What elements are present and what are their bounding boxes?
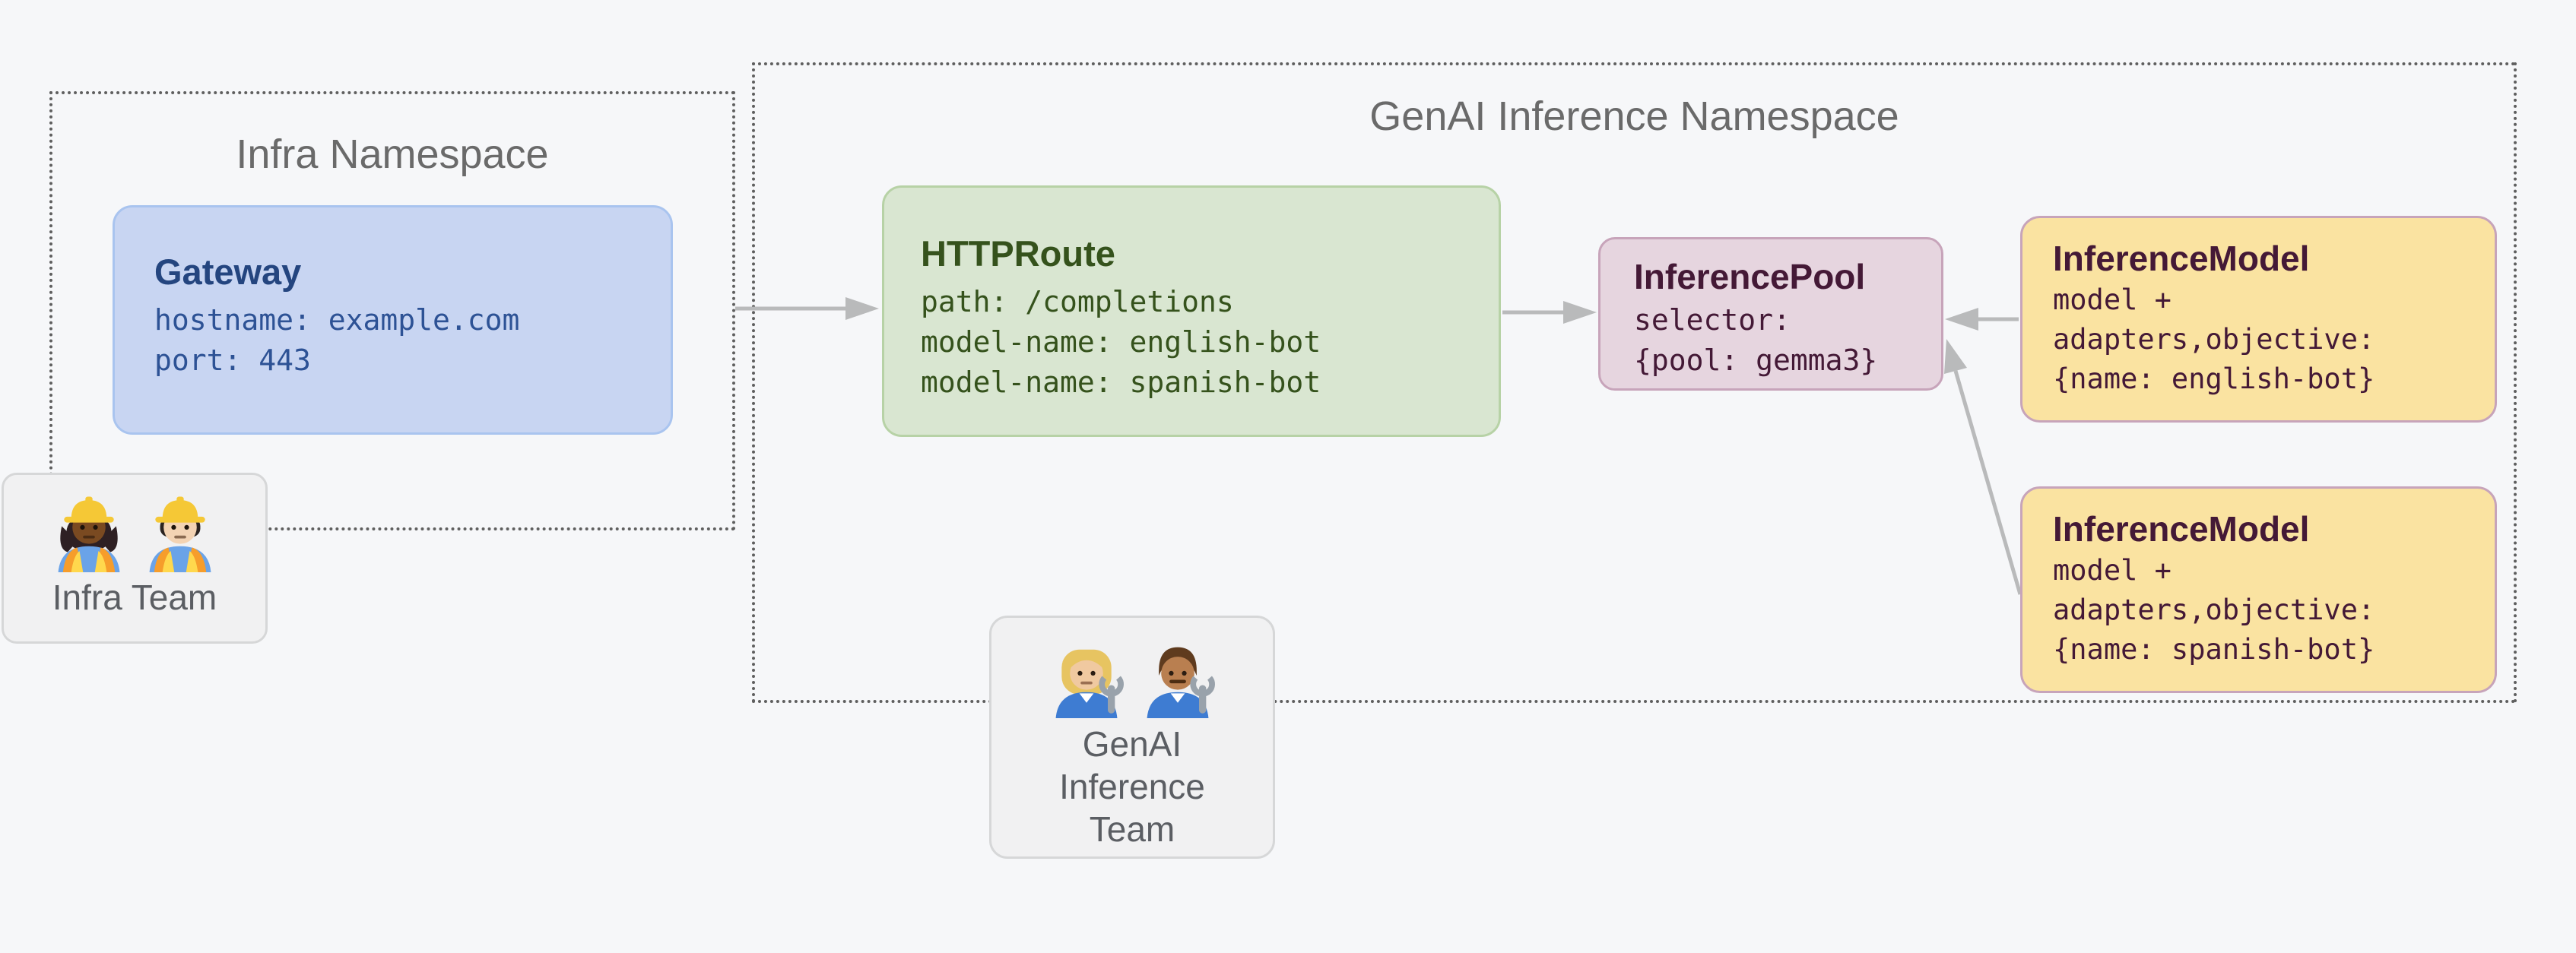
arrow-inferencemodel-spanish-to-inferencepool <box>1944 339 2022 595</box>
gateway-port-line: port: 443 <box>154 344 311 377</box>
gateway-hostname-line: hostname: example.com <box>154 303 520 337</box>
inferencemodel-spanish-line-3: {name: spanish-bot} <box>2053 633 2375 666</box>
infra-namespace-title: Infra Namespace <box>236 131 549 177</box>
arrow-httproute-to-inferencepool <box>1502 301 1597 324</box>
woman-construction-worker-icon <box>58 496 120 572</box>
genai-namespace-box: GenAI Inference Namespace <box>752 62 2517 703</box>
httproute-title: HTTPRoute <box>921 233 1115 274</box>
genai-team-label: GenAI Inference Team <box>1059 724 1205 849</box>
infra-namespace-box: Infra Namespace <box>49 91 735 530</box>
infra-team-badge: Infra Team <box>2 473 268 644</box>
woman-mechanic-icon <box>1055 649 1124 718</box>
inferencepool-node: InferencePool selector: {pool: gemma3} <box>1598 237 1943 391</box>
inferencemodel-english-line-3: {name: english-bot} <box>2053 363 2375 395</box>
httproute-model-spanish-line: model-name: spanish-bot <box>921 366 1321 399</box>
man-construction-worker-icon <box>149 496 211 572</box>
inferencemodel-spanish-title: InferenceModel <box>2053 509 2310 549</box>
wrench-icon <box>1099 676 1124 714</box>
genai-namespace-title: GenAI Inference Namespace <box>1369 93 1899 139</box>
inferencepool-title: InferencePool <box>1634 257 1866 296</box>
inferencemodel-english-title: InferenceModel <box>2053 239 2310 278</box>
gateway-node: Gateway hostname: example.com port: 443 <box>113 205 673 435</box>
inferencemodel-spanish-line-1: model + <box>2053 554 2172 587</box>
inferencemodel-english-node: InferenceModel model + adapters,objectiv… <box>2020 216 2497 423</box>
httproute-node: HTTPRoute path: /completions model-name:… <box>882 185 1501 437</box>
genai-team-members <box>991 633 1273 718</box>
inferencemodel-english-line-2: adapters,objective: <box>2053 323 2375 356</box>
man-mechanic-icon <box>1147 647 1215 718</box>
infra-team-members <box>4 487 265 572</box>
httproute-path-line: path: /completions <box>921 285 1234 318</box>
infra-team-label: Infra Team <box>52 578 217 617</box>
gateway-title: Gateway <box>154 252 302 292</box>
wrench-icon <box>1190 676 1215 714</box>
genai-team-badge: GenAI Inference Team <box>989 616 1275 859</box>
inferencemodel-spanish-node: InferenceModel model + adapters,objectiv… <box>2020 486 2497 693</box>
inferencemodel-spanish-line-2: adapters,objective: <box>2053 594 2375 626</box>
arrow-inferencemodel-english-to-inferencepool <box>1945 308 2019 331</box>
arrow-gateway-to-httproute <box>735 297 879 320</box>
httproute-model-english-line: model-name: english-bot <box>921 325 1321 359</box>
inferencemodel-english-line-1: model + <box>2053 283 2172 316</box>
inferencepool-pool-line: {pool: gemma3} <box>1634 344 1878 377</box>
inferencepool-selector-line: selector: <box>1634 303 1791 337</box>
